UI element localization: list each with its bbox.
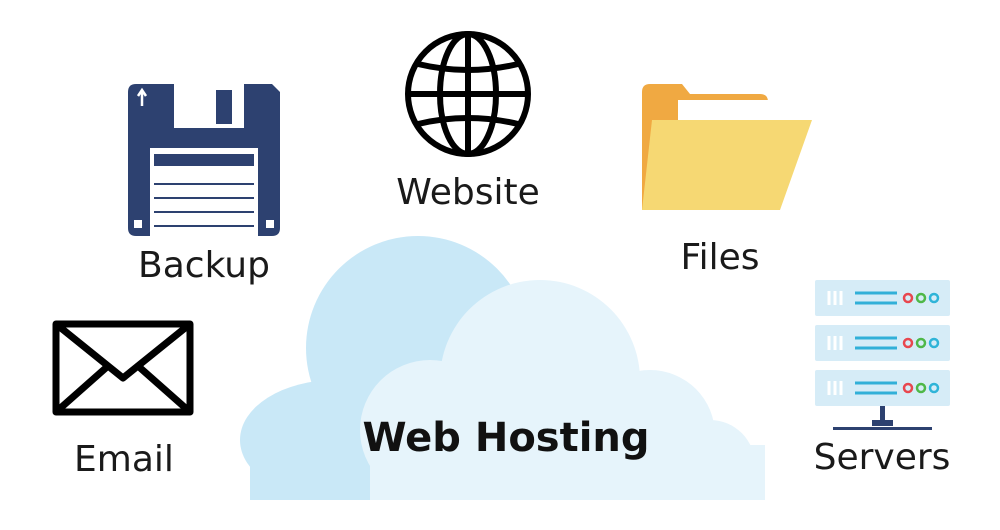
servers-label: Servers bbox=[813, 437, 951, 478]
files-label: Files bbox=[680, 237, 760, 278]
floppy-disk-icon bbox=[128, 84, 280, 236]
backup-label: Backup bbox=[138, 245, 270, 286]
globe-icon bbox=[405, 31, 531, 157]
cloud-icon bbox=[240, 236, 765, 500]
server-rack-icon bbox=[815, 280, 950, 430]
folder-icon bbox=[642, 84, 812, 210]
diagram-title: Web Hosting bbox=[362, 415, 650, 461]
website-label: Website bbox=[396, 172, 540, 213]
envelope-icon bbox=[52, 320, 194, 416]
email-label: Email bbox=[74, 439, 174, 480]
